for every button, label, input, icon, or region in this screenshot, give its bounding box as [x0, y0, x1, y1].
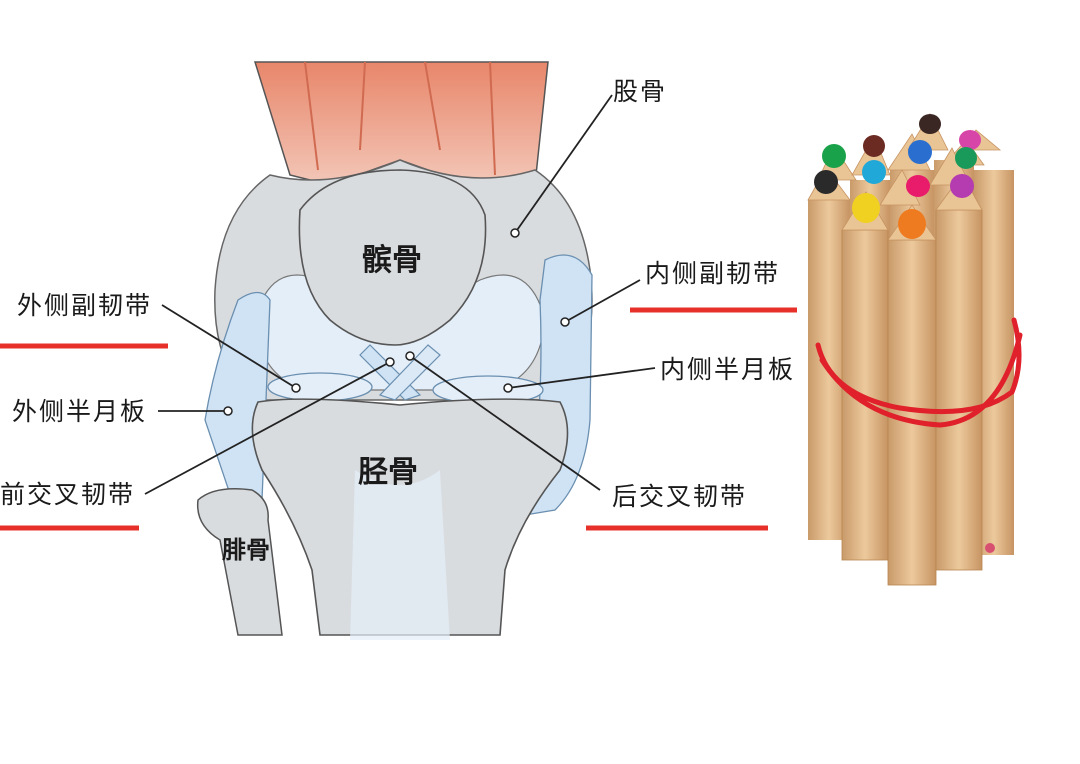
lateral-collateral-callout: 外侧副韧带: [17, 291, 152, 320]
rubber-band: [815, 317, 1023, 428]
patella-label: 髌骨: [362, 243, 422, 278]
leader-lines: [144, 94, 656, 495]
patella: [298, 169, 487, 346]
knee-diagram: 髌骨 胫骨 腓骨 股骨 内侧副韧带 内侧半月板 后交叉韧带 外侧副韧带 外侧: [0, 61, 797, 640]
femur-callout: 股骨: [613, 77, 667, 106]
anchor-dots: [223, 228, 570, 416]
lateral-meniscus-callout: 外侧半月板: [12, 397, 147, 426]
lateral-meniscus: [267, 372, 373, 402]
fibula-label: 腓骨: [222, 536, 270, 564]
pencil-tips: [814, 114, 981, 239]
medial-meniscus-callout: 内侧半月板: [660, 355, 795, 384]
lateral-collateral-ligament: [204, 291, 271, 506]
cruciate-ligaments: [359, 344, 441, 401]
fibula: [196, 488, 283, 636]
anterior-cruciate-callout: 前交叉韧带: [0, 480, 135, 509]
pencil-bundle: [807, 113, 1023, 586]
medial-collateral-callout: 内侧副韧带: [645, 259, 780, 288]
posterior-cruciate-callout: 后交叉韧带: [612, 482, 747, 511]
red-underlines: [0, 307, 797, 531]
tibia-label: 胫骨: [358, 455, 418, 490]
